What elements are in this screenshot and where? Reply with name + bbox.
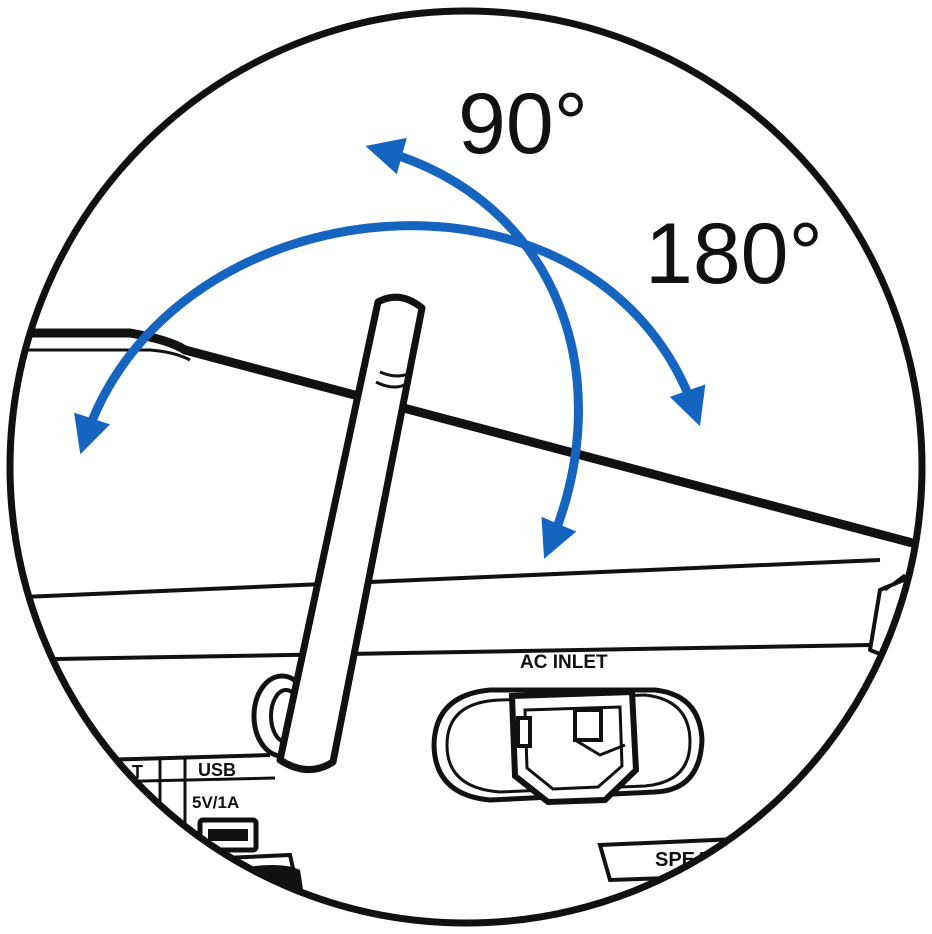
device-illustration: T USB 5V/1A AC INLET SPEA bbox=[0, 297, 924, 934]
angle-90-label: 90° bbox=[458, 76, 588, 172]
usb-rating-label: 5V/1A bbox=[192, 793, 239, 812]
device-top-edge bbox=[0, 333, 920, 545]
antenna bbox=[280, 297, 422, 769]
ac-inlet-label: AC INLET bbox=[520, 652, 608, 673]
speaker-label-plate: SPEA bbox=[600, 838, 760, 880]
ac-inlet: AC INLET bbox=[434, 652, 702, 802]
angle-180-label: 180° bbox=[645, 206, 823, 302]
device-right-corner bbox=[870, 545, 924, 660]
back-panel-top-line bbox=[0, 560, 880, 598]
usb-label: USB bbox=[198, 760, 236, 780]
back-panel-face-line bbox=[0, 645, 870, 660]
